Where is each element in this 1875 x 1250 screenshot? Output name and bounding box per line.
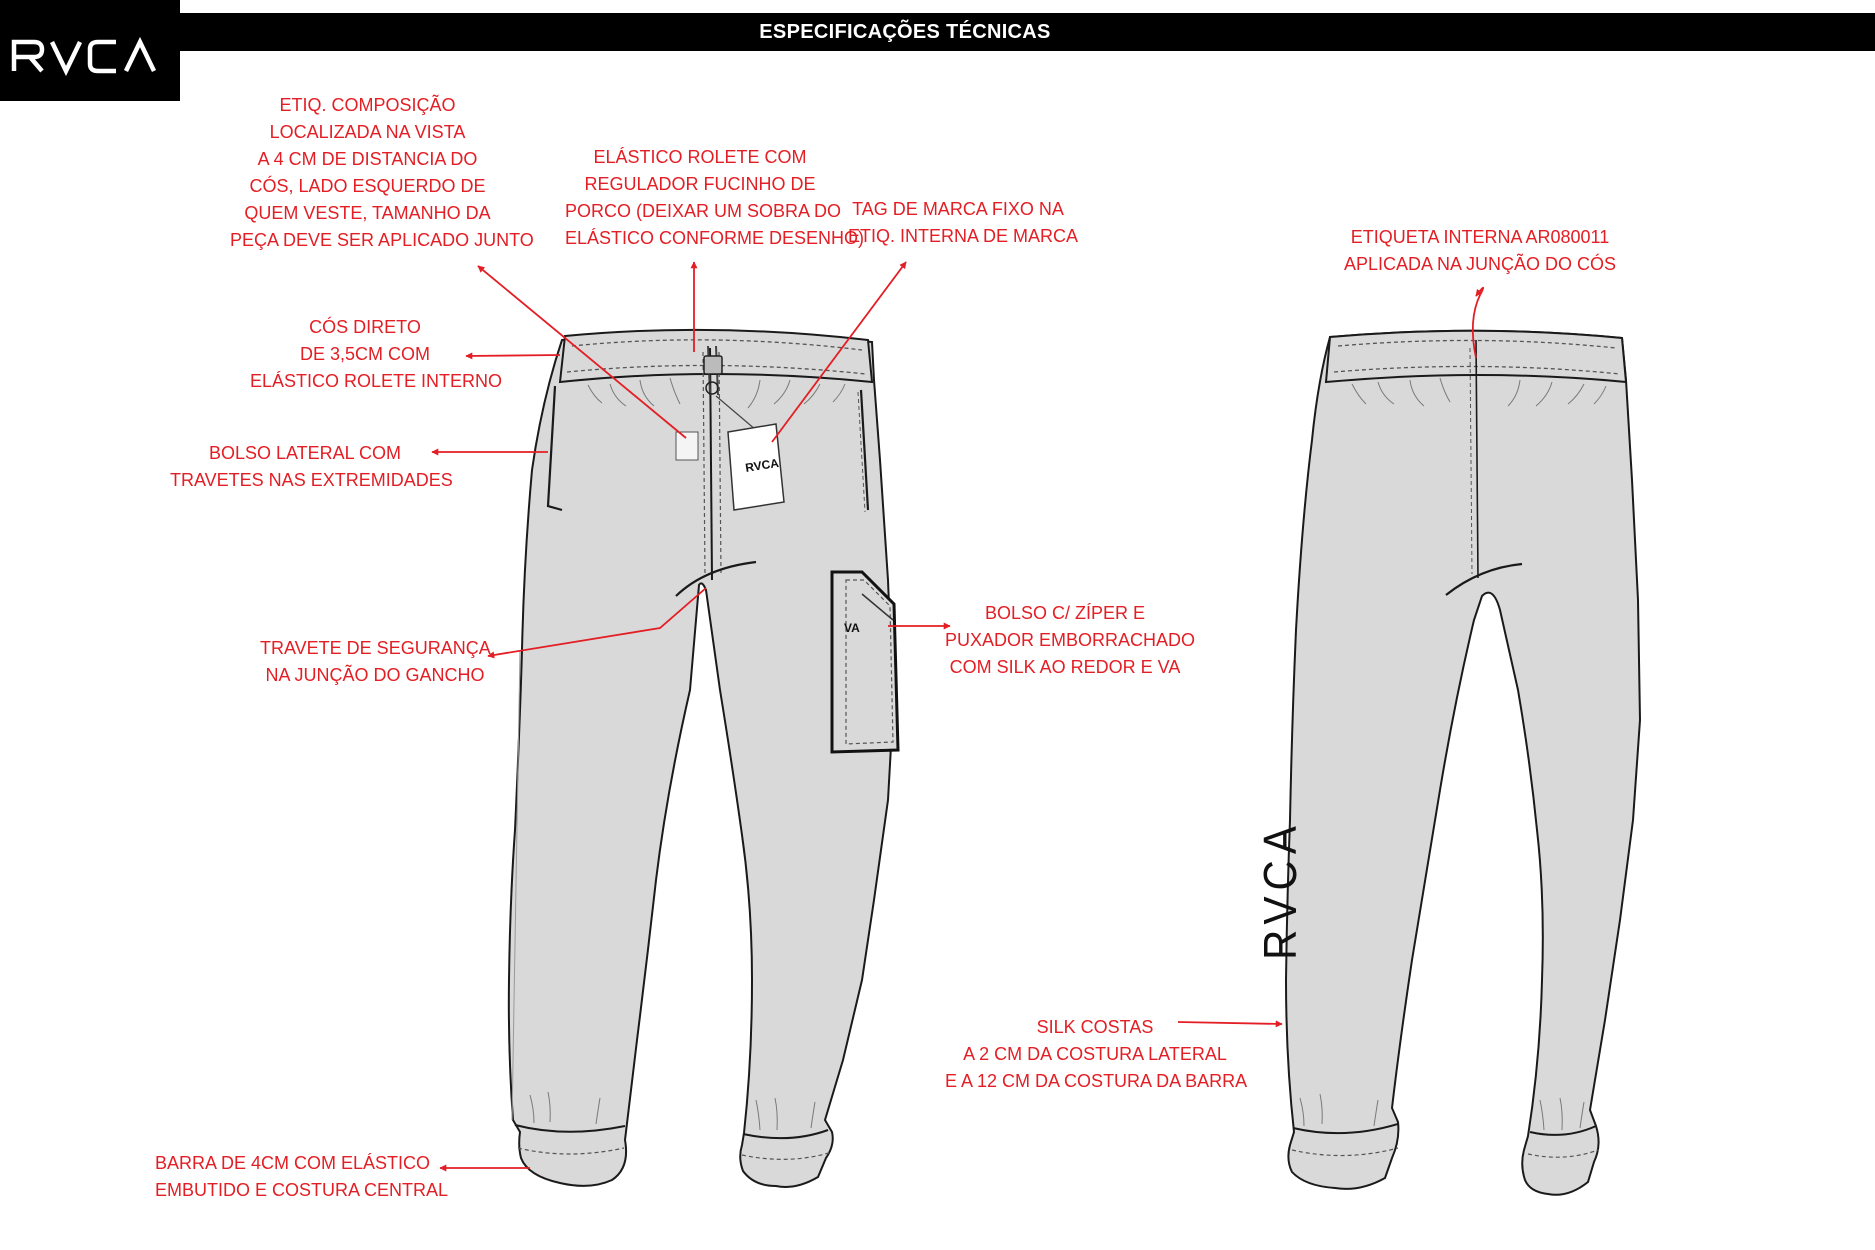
arrow-composition-label: [477, 265, 687, 439]
annotation-arrows: [431, 261, 1485, 1172]
pocket-va-logo: VA: [844, 621, 860, 635]
arrow-waistband: [465, 352, 561, 360]
front-pants: [507, 328, 900, 1188]
header-bar: [0, 13, 1875, 51]
note-hem: BARRA DE 4CM COM ELÁSTICO EMBUTIDO E COS…: [155, 1153, 449, 1200]
note-brand-tag: TAG DE MARCA FIXO NA ETIQ. INTERNA DE MA…: [848, 199, 1079, 246]
note-bartack: TRAVETE DE SEGURANÇA NA JUNÇÃO DO GANCHO: [260, 638, 491, 685]
hangtag-logo: RVCA: [744, 456, 780, 475]
note-drawcord: ELÁSTICO ROLETE COM REGULADOR FUCINHO DE…: [565, 147, 865, 248]
arrow-back-silk: [1177, 1020, 1283, 1028]
page-title: ESPECIFICAÇÕES TÉCNICAS: [759, 21, 1051, 43]
note-inner-label: ETIQUETA INTERNA AR080011 APLICADA NA JU…: [1343, 227, 1617, 274]
arrow-inner-label: [1471, 286, 1485, 359]
note-waistband: CÓS DIRETO DE 3,5CM COM ELÁSTICO ROLETE …: [250, 317, 503, 391]
arrow-bartack: [487, 587, 707, 659]
brand-logo: [0, 0, 180, 101]
note-side-pocket: BOLSO LATERAL COM TRAVETES NAS EXTREMIDA…: [170, 443, 453, 490]
note-zip-pocket: BOLSO C/ ZÍPER E PUXADOR EMBORRACHADO CO…: [945, 603, 1196, 677]
arrow-brand-tag: [771, 261, 907, 443]
back-pants: [1284, 329, 1642, 1196]
rvca-logo-icon: [11, 36, 157, 77]
note-back-silk: SILK COSTAS A 2 CM DA COSTURA LATERAL E …: [945, 1017, 1248, 1091]
back-leg-rvca-print: RVCA: [1255, 820, 1306, 960]
note-composition-label: ETIQ. COMPOSIÇÃO LOCALIZADA NA VISTA A 4…: [230, 95, 534, 250]
